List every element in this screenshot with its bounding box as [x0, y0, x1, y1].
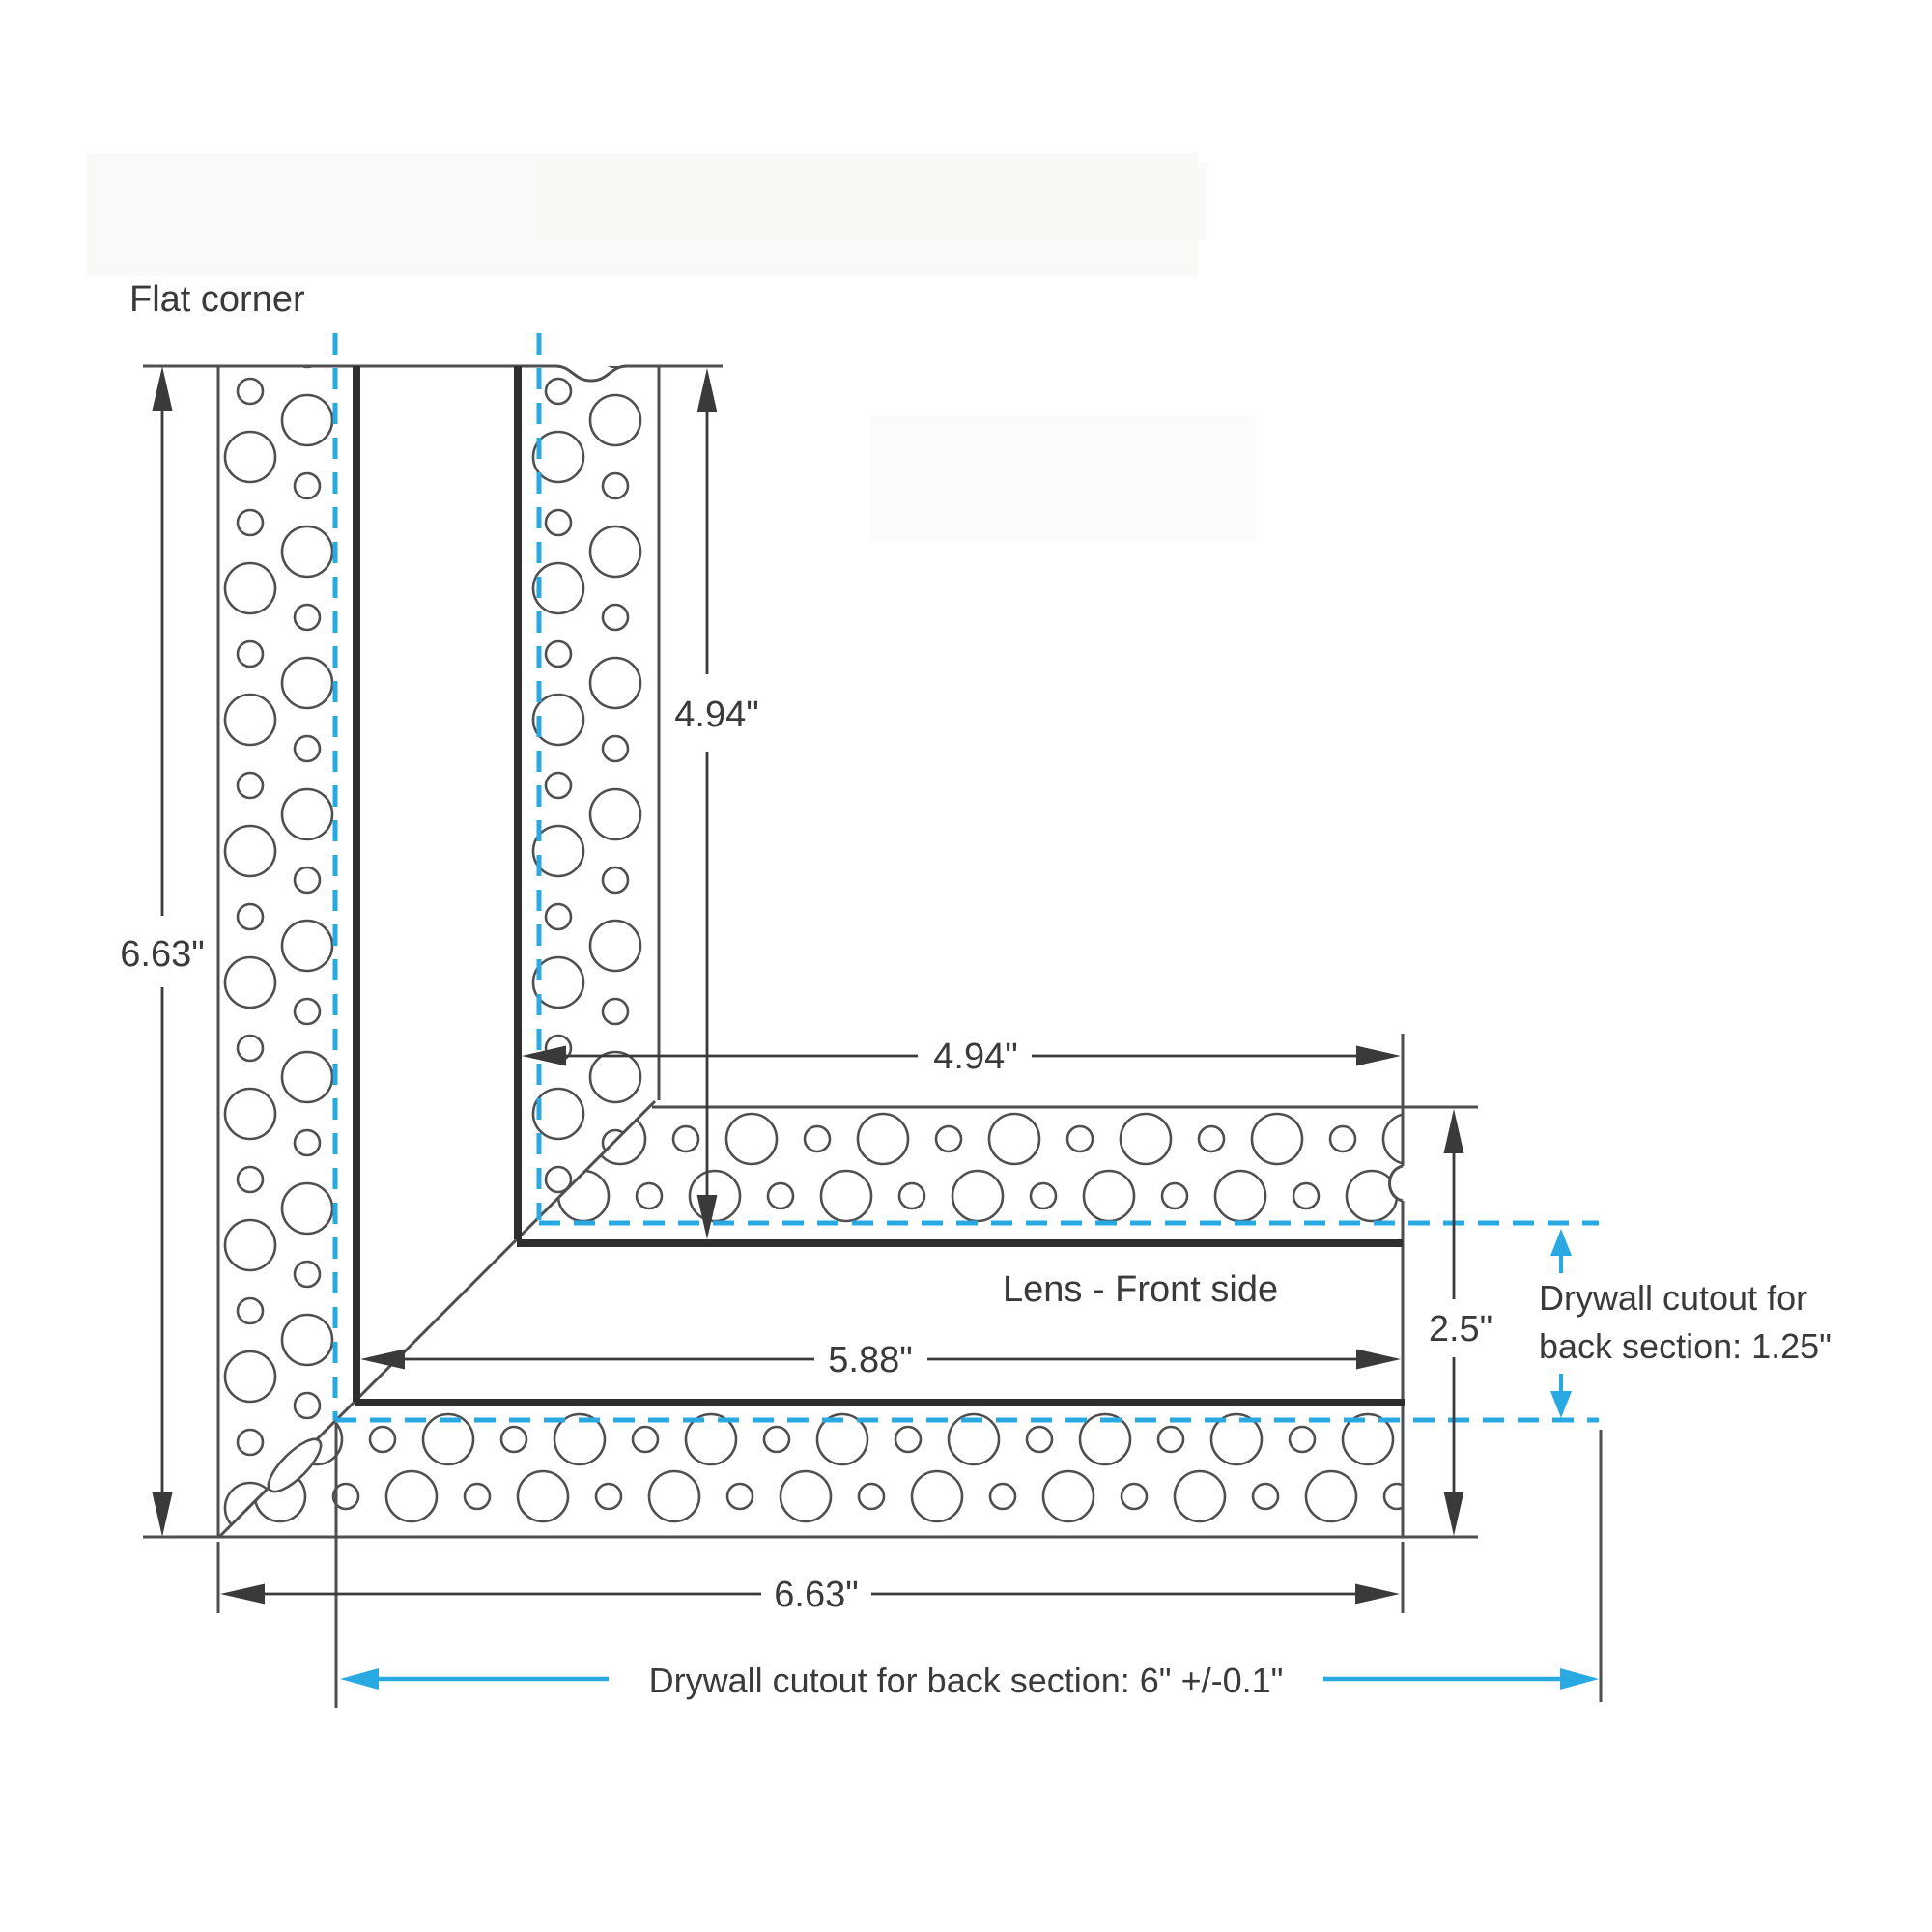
lens-walls — [353, 366, 1405, 1406]
scan-artifacts — [87, 153, 1256, 541]
dimension-lines — [160, 411, 1456, 1596]
dim-vertical-inner: 4.94" — [674, 695, 758, 735]
dim-bottom-width: 6.63" — [774, 1575, 858, 1615]
dim-profile-width: 2.5" — [1429, 1309, 1492, 1350]
side-cutout-note-line1: Drywall cutout for — [1539, 1278, 1807, 1318]
page-title: Flat corner — [129, 279, 305, 320]
text-labels: Flat corner 6.63" 4.94" 4.94" Lens - Fro… — [120, 279, 1832, 1700]
bottom-cutout-note: Drywall cutout for back section: 6" +/-0… — [649, 1661, 1284, 1700]
upper-horizontal-flange — [518, 1107, 1403, 1239]
dim-horizontal-inner: 4.94" — [933, 1037, 1017, 1077]
inner-vertical-flange — [525, 366, 659, 1233]
dim-lens-opening: 5.88" — [828, 1340, 912, 1380]
extension-lines — [216, 1034, 1603, 1708]
side-cutout-arrows — [1550, 1229, 1572, 1418]
bottom-cutout-dimension — [340, 1668, 1599, 1690]
bottom-flange — [221, 1406, 1403, 1536]
dimension-arrowheads — [152, 366, 1464, 1605]
drywall-cutout-outline — [332, 333, 1599, 1423]
side-cutout-note-line2: back section: 1.25" — [1539, 1326, 1832, 1366]
dim-left-height: 6.63" — [120, 934, 204, 975]
perforated-flanges — [218, 366, 1403, 1539]
left-flange — [218, 366, 354, 1539]
miter-cut-hole — [267, 1437, 323, 1493]
lens-front-side-label: Lens - Front side — [1003, 1269, 1278, 1310]
